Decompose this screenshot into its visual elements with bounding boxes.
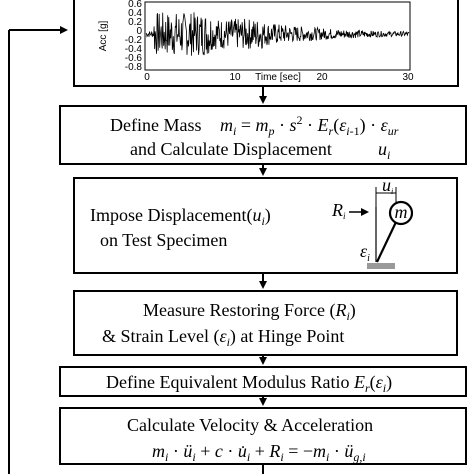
x-tick-label: 10 [229, 72, 241, 83]
y-tick-label: 0.4 [128, 8, 142, 19]
specimen-base [367, 263, 395, 269]
y-tick-label: 0.2 [128, 17, 142, 28]
y-tick-label: 0 [136, 26, 142, 37]
calc-displacement-label: and Calculate Displacement [130, 139, 332, 159]
impose-displacement-text: Impose Displacement( [90, 205, 252, 226]
y-tick-label: -0.2 [125, 35, 143, 46]
x-tick-label: 20 [316, 72, 328, 83]
seismogram-y-ticks: 0.6 0.4 0.2 0 -0.2 -0.4 -0.6 -0.8 [125, 0, 143, 73]
strain-level-text: & Strain Level ( [102, 326, 219, 347]
u-label: ui [382, 175, 393, 196]
seismogram-box: 0.6 0.4 0.2 0 -0.2 -0.4 -0.6 -0.8 Acc [g… [73, 0, 459, 87]
mass-circle [388, 200, 414, 226]
define-mass-box: Define Mass mi = mp · s2 · Er(εi-1) · εu… [59, 105, 467, 165]
define-modulus-label: Define Equivalent Modulus Ratio Er(εi) [106, 372, 392, 395]
measure-force-text: Measure Restoring Force ( [143, 300, 335, 321]
feedback-loop [8, 26, 68, 474]
impose-displacement-line1: Impose Displacement(ui) [90, 205, 271, 228]
specimen-rod [376, 221, 397, 263]
impose-displacement-box: Impose Displacement(ui) on Test Specimen… [73, 175, 458, 274]
y-tick-label: 0.6 [128, 0, 142, 10]
x-tick-label: 30 [402, 72, 414, 83]
seismogram-y-axis-label: Acc [g] [98, 21, 109, 52]
define-modulus-box: Define Equivalent Modulus Ratio Er(εi) [59, 366, 467, 397]
measure-force-line2: & Strain Level (εi) at Hinge Point [102, 326, 344, 349]
mass-equation: mi = mp · s2 · Er(εi-1) · εur [220, 113, 399, 138]
calculate-velocity-label: Calculate Velocity & Acceleration [127, 415, 373, 435]
seismogram-waveform [145, 12, 410, 56]
y-tick-label: -0.4 [125, 44, 143, 55]
define-mass-prefix: Define Mass [110, 115, 201, 135]
x-tick-label: 0 [144, 72, 150, 83]
hinge-point-text: ) at Hinge Point [230, 326, 345, 347]
measure-force-box: Measure Restoring Force (Ri) & Strain Le… [73, 290, 458, 356]
mass-m-label: m [395, 202, 408, 222]
test-specimen-sketch: ui m Ri εi [331, 175, 414, 269]
calc-displacement-text: and Calculate Displacement [130, 139, 332, 159]
strain-epsilon-label: εi [360, 241, 370, 264]
measure-force-line1: Measure Restoring Force (Ri) [143, 300, 356, 323]
impose-displacement-line2: on Test Specimen [100, 230, 227, 250]
y-tick-label: -0.6 [125, 53, 143, 64]
calculate-velocity-box: Calculate Velocity & Acceleration mi · ü… [59, 407, 467, 465]
seismogram-x-ticks: 0 10 20 30 [144, 72, 414, 83]
define-modulus-text: Define Equivalent Modulus Ratio [106, 372, 354, 392]
equation-of-motion: mi · üi + c · u̇i + Ri = −mi · üg,i [152, 441, 366, 464]
displacement-symbol: ui [378, 139, 390, 162]
y-tick-label: -0.8 [125, 62, 143, 73]
seismogram-x-axis-label: Time [sec] [255, 72, 301, 83]
force-R-label: Ri [331, 200, 346, 221]
define-mass-label: Define Mass [110, 115, 201, 135]
